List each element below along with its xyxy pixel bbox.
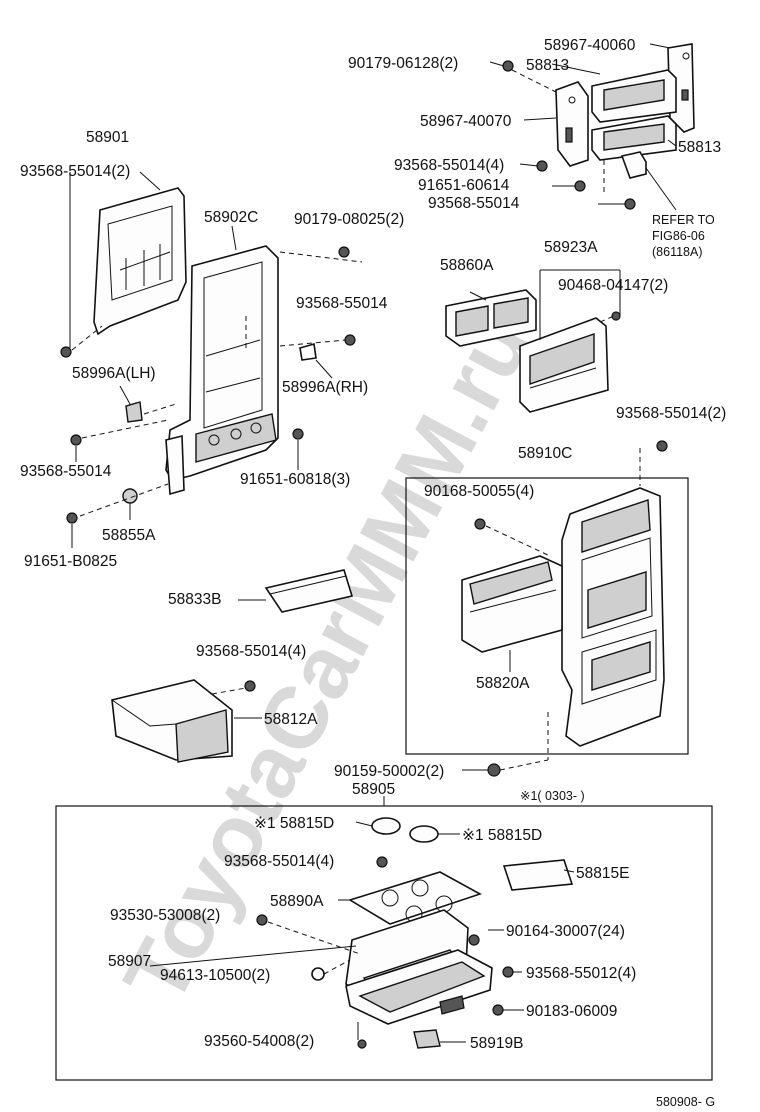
label-93568-55014-4-mid: 93568-55014(4) xyxy=(196,643,306,660)
label-90179-08025: 90179-08025(2) xyxy=(294,211,404,228)
part-58923A-bezel xyxy=(519,269,621,413)
label-93568-55014-4-top: 93568-55014(4) xyxy=(394,157,504,174)
label-58812A: 58812A xyxy=(264,711,318,728)
label-refer-line3: (86118A) xyxy=(652,245,703,259)
label-58919B: 58919B xyxy=(470,1035,523,1052)
label-93568-55014-mid: 93568-55014 xyxy=(296,295,388,312)
label-58923A: 58923A xyxy=(544,239,598,256)
label-93568-55014-4-low: 93568-55014(4) xyxy=(224,853,334,870)
label-93530-53008: 93530-53008(2) xyxy=(110,907,220,924)
label-58907: 58907 xyxy=(108,953,151,970)
part-58890A-plate xyxy=(346,856,482,925)
label-58815D-right: ※1 58815D xyxy=(462,827,542,844)
label-58860A: 58860A xyxy=(440,257,494,274)
label-90468-04147: 90468-04147(2) xyxy=(558,277,668,294)
label-90179-06128: 90179-06128(2) xyxy=(348,55,458,72)
part-58996A-lh xyxy=(119,385,177,423)
part-90159-screw xyxy=(462,759,549,777)
label-93560-54008: 93560-54008(2) xyxy=(204,1033,314,1050)
label-58967-40060: 58967-40060 xyxy=(544,37,636,54)
label-93568-55014-top: 93568-55014 xyxy=(428,195,520,212)
label-91651-B0825: 91651-B0825 xyxy=(24,553,117,570)
label-refer-line1: REFER TO xyxy=(652,213,715,227)
label-note-range: ※1( 0303- ) xyxy=(520,789,585,803)
label-58901: 58901 xyxy=(86,129,129,146)
part-screws-left xyxy=(66,419,304,548)
label-94613-10500: 94613-10500(2) xyxy=(160,967,270,984)
label-58813-a: 58813 xyxy=(526,57,569,74)
part-58901-panel xyxy=(60,171,187,358)
label-refer-line2: FIG86-06 xyxy=(652,229,705,243)
label-93568-55014-2-right: 93568-55014(2) xyxy=(616,405,726,422)
label-90183-06009: 90183-06009 xyxy=(526,1003,617,1020)
label-58910C: 58910C xyxy=(518,445,572,462)
label-93568-55012: 93568-55012(4) xyxy=(526,965,636,982)
label-58890A: 58890A xyxy=(270,893,324,910)
label-93568-55014-leftlow: 93568-55014 xyxy=(20,463,112,480)
part-58860A-vent xyxy=(445,289,537,347)
label-58833B: 58833B xyxy=(168,591,221,608)
label-58967-40070: 58967-40070 xyxy=(420,113,512,130)
label-58905: 58905 xyxy=(352,781,395,798)
label-58813-b: 58813 xyxy=(678,139,721,156)
label-58820A: 58820A xyxy=(476,675,530,692)
label-90168-50055: 90168-50055(4) xyxy=(424,483,534,500)
label-90164-30007: 90164-30007(24) xyxy=(506,923,625,940)
part-58812A-box xyxy=(111,679,262,763)
label-91651-60614: 91651-60614 xyxy=(418,177,510,194)
group-box-58910C xyxy=(405,477,689,755)
part-58833B-tray xyxy=(238,569,354,613)
label-91651-60818: 91651-60818(3) xyxy=(240,471,350,488)
label-58815D-left: ※1 58815D xyxy=(254,815,334,832)
label-90159-50002: 90159-50002(2) xyxy=(334,763,444,780)
part-58815E-pad xyxy=(502,859,575,891)
part-58815D-pads xyxy=(355,817,460,843)
part-58902C-frame xyxy=(165,225,363,496)
part-58919B-clip xyxy=(413,1029,466,1049)
part-58910C-console-panel xyxy=(561,440,668,747)
part-58907-base xyxy=(149,899,524,1049)
footer-code: 580908- G xyxy=(656,1095,715,1109)
part-58813-upper-group xyxy=(489,43,695,211)
labels: 58967-40060 90179-06128(2) 58813 58967-4… xyxy=(20,37,726,1109)
label-58996A-rh: 58996A(RH) xyxy=(282,379,368,396)
label-58996A-lh: 58996A(LH) xyxy=(72,365,156,382)
part-58820A-box xyxy=(461,518,563,760)
label-58815E: 58815E xyxy=(576,865,629,882)
label-58855A: 58855A xyxy=(102,527,156,544)
label-93568-55014-2-left: 93568-55014(2) xyxy=(20,163,130,180)
label-58902C: 58902C xyxy=(204,209,258,226)
